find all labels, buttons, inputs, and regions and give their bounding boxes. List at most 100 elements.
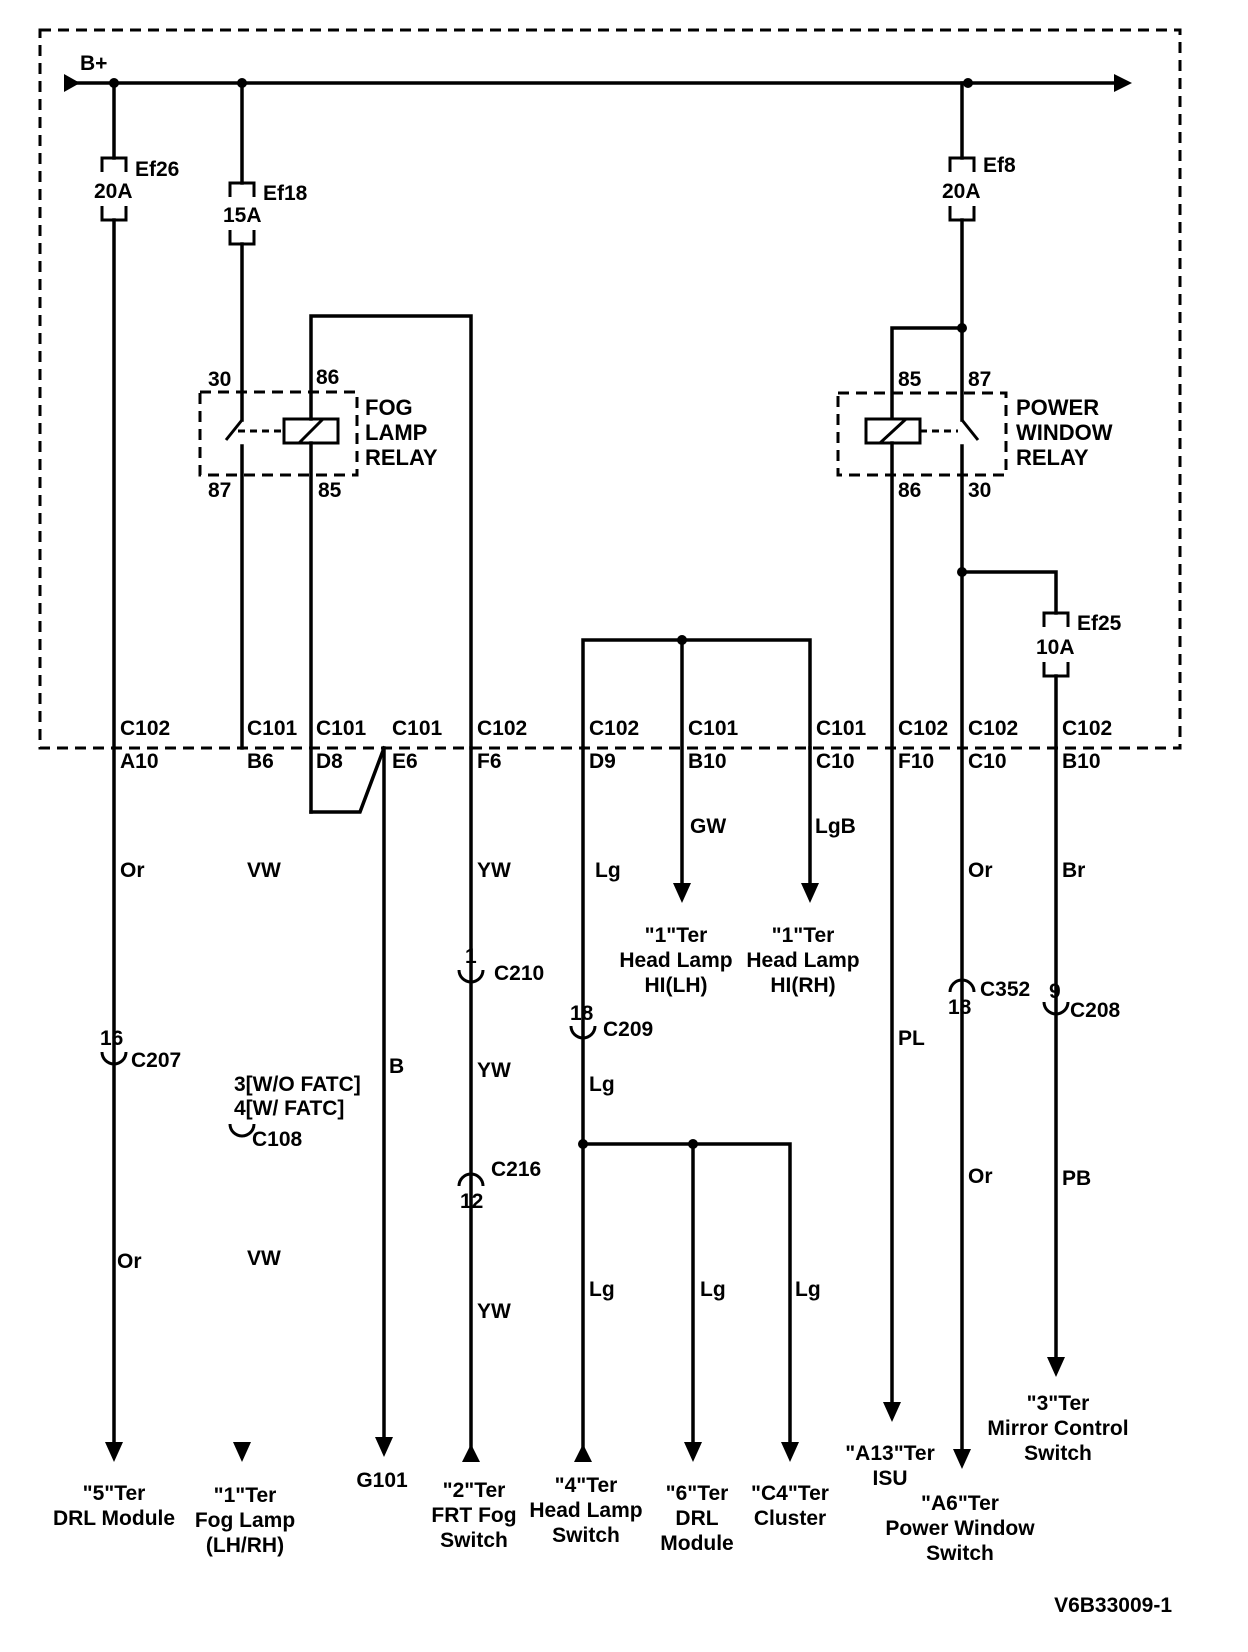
wire-lg-bus xyxy=(581,638,812,750)
connector-pin: C10 xyxy=(968,750,1007,773)
fuse-ef26-symbol xyxy=(100,156,128,172)
inline-connector-name: C210 xyxy=(494,962,544,985)
fog-relay-title: FOG xyxy=(365,395,413,420)
connector-name: C101 xyxy=(316,717,367,740)
destination-head-lamp-switch: "4"Ter Head Lamp Switch xyxy=(529,1474,642,1547)
destination-label: HI(RH) xyxy=(770,974,835,997)
fog-lamp-relay-outline xyxy=(198,390,359,477)
connector-name: C101 xyxy=(392,717,443,740)
destination-power-window-switch: "A6"Ter Power Window Switch xyxy=(885,1492,1035,1565)
destination-label: Module xyxy=(660,1532,734,1555)
wire-color: PL xyxy=(898,1027,925,1050)
connector-pin: E6 xyxy=(392,750,418,773)
wire-color-labels: Or Or VW VW B YW YW YW Lg Lg GW LgB PL O… xyxy=(117,815,1091,1323)
destination-label: Fog Lamp xyxy=(195,1509,295,1532)
bplus-label: B+ xyxy=(80,52,107,75)
wire-color: Or xyxy=(120,859,145,882)
pw-relay-pin-30: 30 xyxy=(968,479,991,502)
connector-pin: D9 xyxy=(589,750,616,773)
inline-connector-name: C207 xyxy=(131,1049,181,1072)
destination-fog-lamp: "1"Ter Fog Lamp (LH/RH) xyxy=(195,1484,295,1557)
fog-relay-pin-85: 85 xyxy=(318,479,342,502)
bus-junction xyxy=(963,78,973,88)
inline-connector-c209 xyxy=(569,1025,597,1040)
wire-color: Br xyxy=(1062,859,1085,882)
connector-name: C101 xyxy=(688,717,739,740)
wire-color: Lg xyxy=(589,1278,615,1301)
pw-relay-coil-feed xyxy=(890,326,964,420)
destination-label: Cluster xyxy=(754,1507,826,1530)
connector-pin: B6 xyxy=(247,750,274,773)
wire-color: GW xyxy=(690,815,726,838)
pw-relay-title: WINDOW xyxy=(1016,420,1113,445)
connector-name: C102 xyxy=(1062,717,1112,740)
wire-color: YW xyxy=(477,1059,511,1082)
inline-connector-name: C108 xyxy=(252,1128,303,1151)
destination-label: ISU xyxy=(872,1467,907,1490)
inline-connector-name: C352 xyxy=(980,978,1030,1001)
destination-label: "C4"Ter xyxy=(751,1482,829,1505)
inline-connector-name: C216 xyxy=(491,1158,541,1181)
terminal-arrow-down xyxy=(673,883,691,903)
bplus-output-arrow xyxy=(1114,74,1132,92)
wire-color: Lg xyxy=(795,1278,821,1301)
destination-label: Head Lamp xyxy=(619,949,732,972)
connector-name: C102 xyxy=(589,717,639,740)
bplus-input-arrow xyxy=(64,74,80,92)
fuse-ef8-name: Ef8 xyxy=(983,154,1016,177)
connector-name: C102 xyxy=(477,717,527,740)
wire-color: LgB xyxy=(815,815,856,838)
destination-label: "3"Ter xyxy=(1027,1392,1090,1415)
fuse-box-boundary xyxy=(38,28,1182,750)
connector-pin: F10 xyxy=(898,750,934,773)
connector-labels: C102 A10 C101 B6 C101 D8 C101 E6 C102 F6… xyxy=(120,717,1112,773)
destination-ground: G101 xyxy=(356,1469,408,1492)
fog-relay-title: LAMP xyxy=(365,420,427,445)
destination-label: "1"Ter xyxy=(645,924,708,947)
destination-mirror-control-switch: "3"Ter Mirror Control Switch xyxy=(987,1392,1128,1465)
diagram-id: V6B33009-1 xyxy=(1054,1594,1172,1617)
connector-pin: F6 xyxy=(477,750,502,773)
destination-label: (LH/RH) xyxy=(206,1534,284,1557)
pw-relay-title: RELAY xyxy=(1016,445,1089,470)
inline-connector-c210 xyxy=(457,969,485,984)
destination-isu: "A13"Ter ISU xyxy=(845,1442,935,1490)
destination-label: DRL xyxy=(675,1507,718,1530)
terminal-arrow-down xyxy=(684,1442,702,1462)
inline-connector-pin: 4[W/ FATC] xyxy=(234,1097,344,1120)
fuse-ef25-rating: 10A xyxy=(1036,636,1075,659)
destination-label: HI(LH) xyxy=(645,974,708,997)
pw-relay-pin-85: 85 xyxy=(898,368,922,391)
fuse-ef8-symbol xyxy=(948,206,976,222)
connector-pin: D8 xyxy=(316,750,343,773)
connector-name: C102 xyxy=(120,717,170,740)
wire-color: VW xyxy=(247,859,281,882)
destination-label: "1"Ter xyxy=(214,1484,277,1507)
fuse-ef18-symbol xyxy=(228,230,256,246)
destination-label: DRL Module xyxy=(53,1507,175,1530)
terminal-arrow-down xyxy=(105,1442,123,1462)
destination-label: "5"Ter xyxy=(83,1482,146,1505)
inline-connector-c216 xyxy=(457,1172,485,1187)
destination-label: FRT Fog xyxy=(431,1504,516,1527)
terminal-arrow-down xyxy=(883,1402,901,1422)
connector-pin: B10 xyxy=(1062,750,1101,773)
fog-relay-pin-87: 87 xyxy=(208,479,231,502)
inline-connector-c207 xyxy=(100,1051,128,1066)
wire-color: Lg xyxy=(589,1073,615,1096)
inline-connector-name: C209 xyxy=(603,1018,653,1041)
wire-ef25-feed xyxy=(960,570,1058,615)
terminal-arrow-down xyxy=(1047,1357,1065,1377)
connector-name: C101 xyxy=(816,717,867,740)
wire-color: Lg xyxy=(595,859,621,882)
wire-color: B xyxy=(389,1055,404,1078)
destination-label: "2"Ter xyxy=(443,1479,506,1502)
terminal-arrow-down xyxy=(781,1442,799,1462)
connector-pin: B10 xyxy=(688,750,727,773)
inline-connector-pin: 16 xyxy=(100,1027,123,1050)
fog-relay-pin-86: 86 xyxy=(316,366,339,389)
terminal-arrow-down xyxy=(375,1437,393,1457)
destination-head-lamp-hi-lh: "1"Ter Head Lamp HI(LH) xyxy=(619,924,732,997)
destination-head-lamp-hi-rh: "1"Ter Head Lamp HI(RH) xyxy=(746,924,859,997)
